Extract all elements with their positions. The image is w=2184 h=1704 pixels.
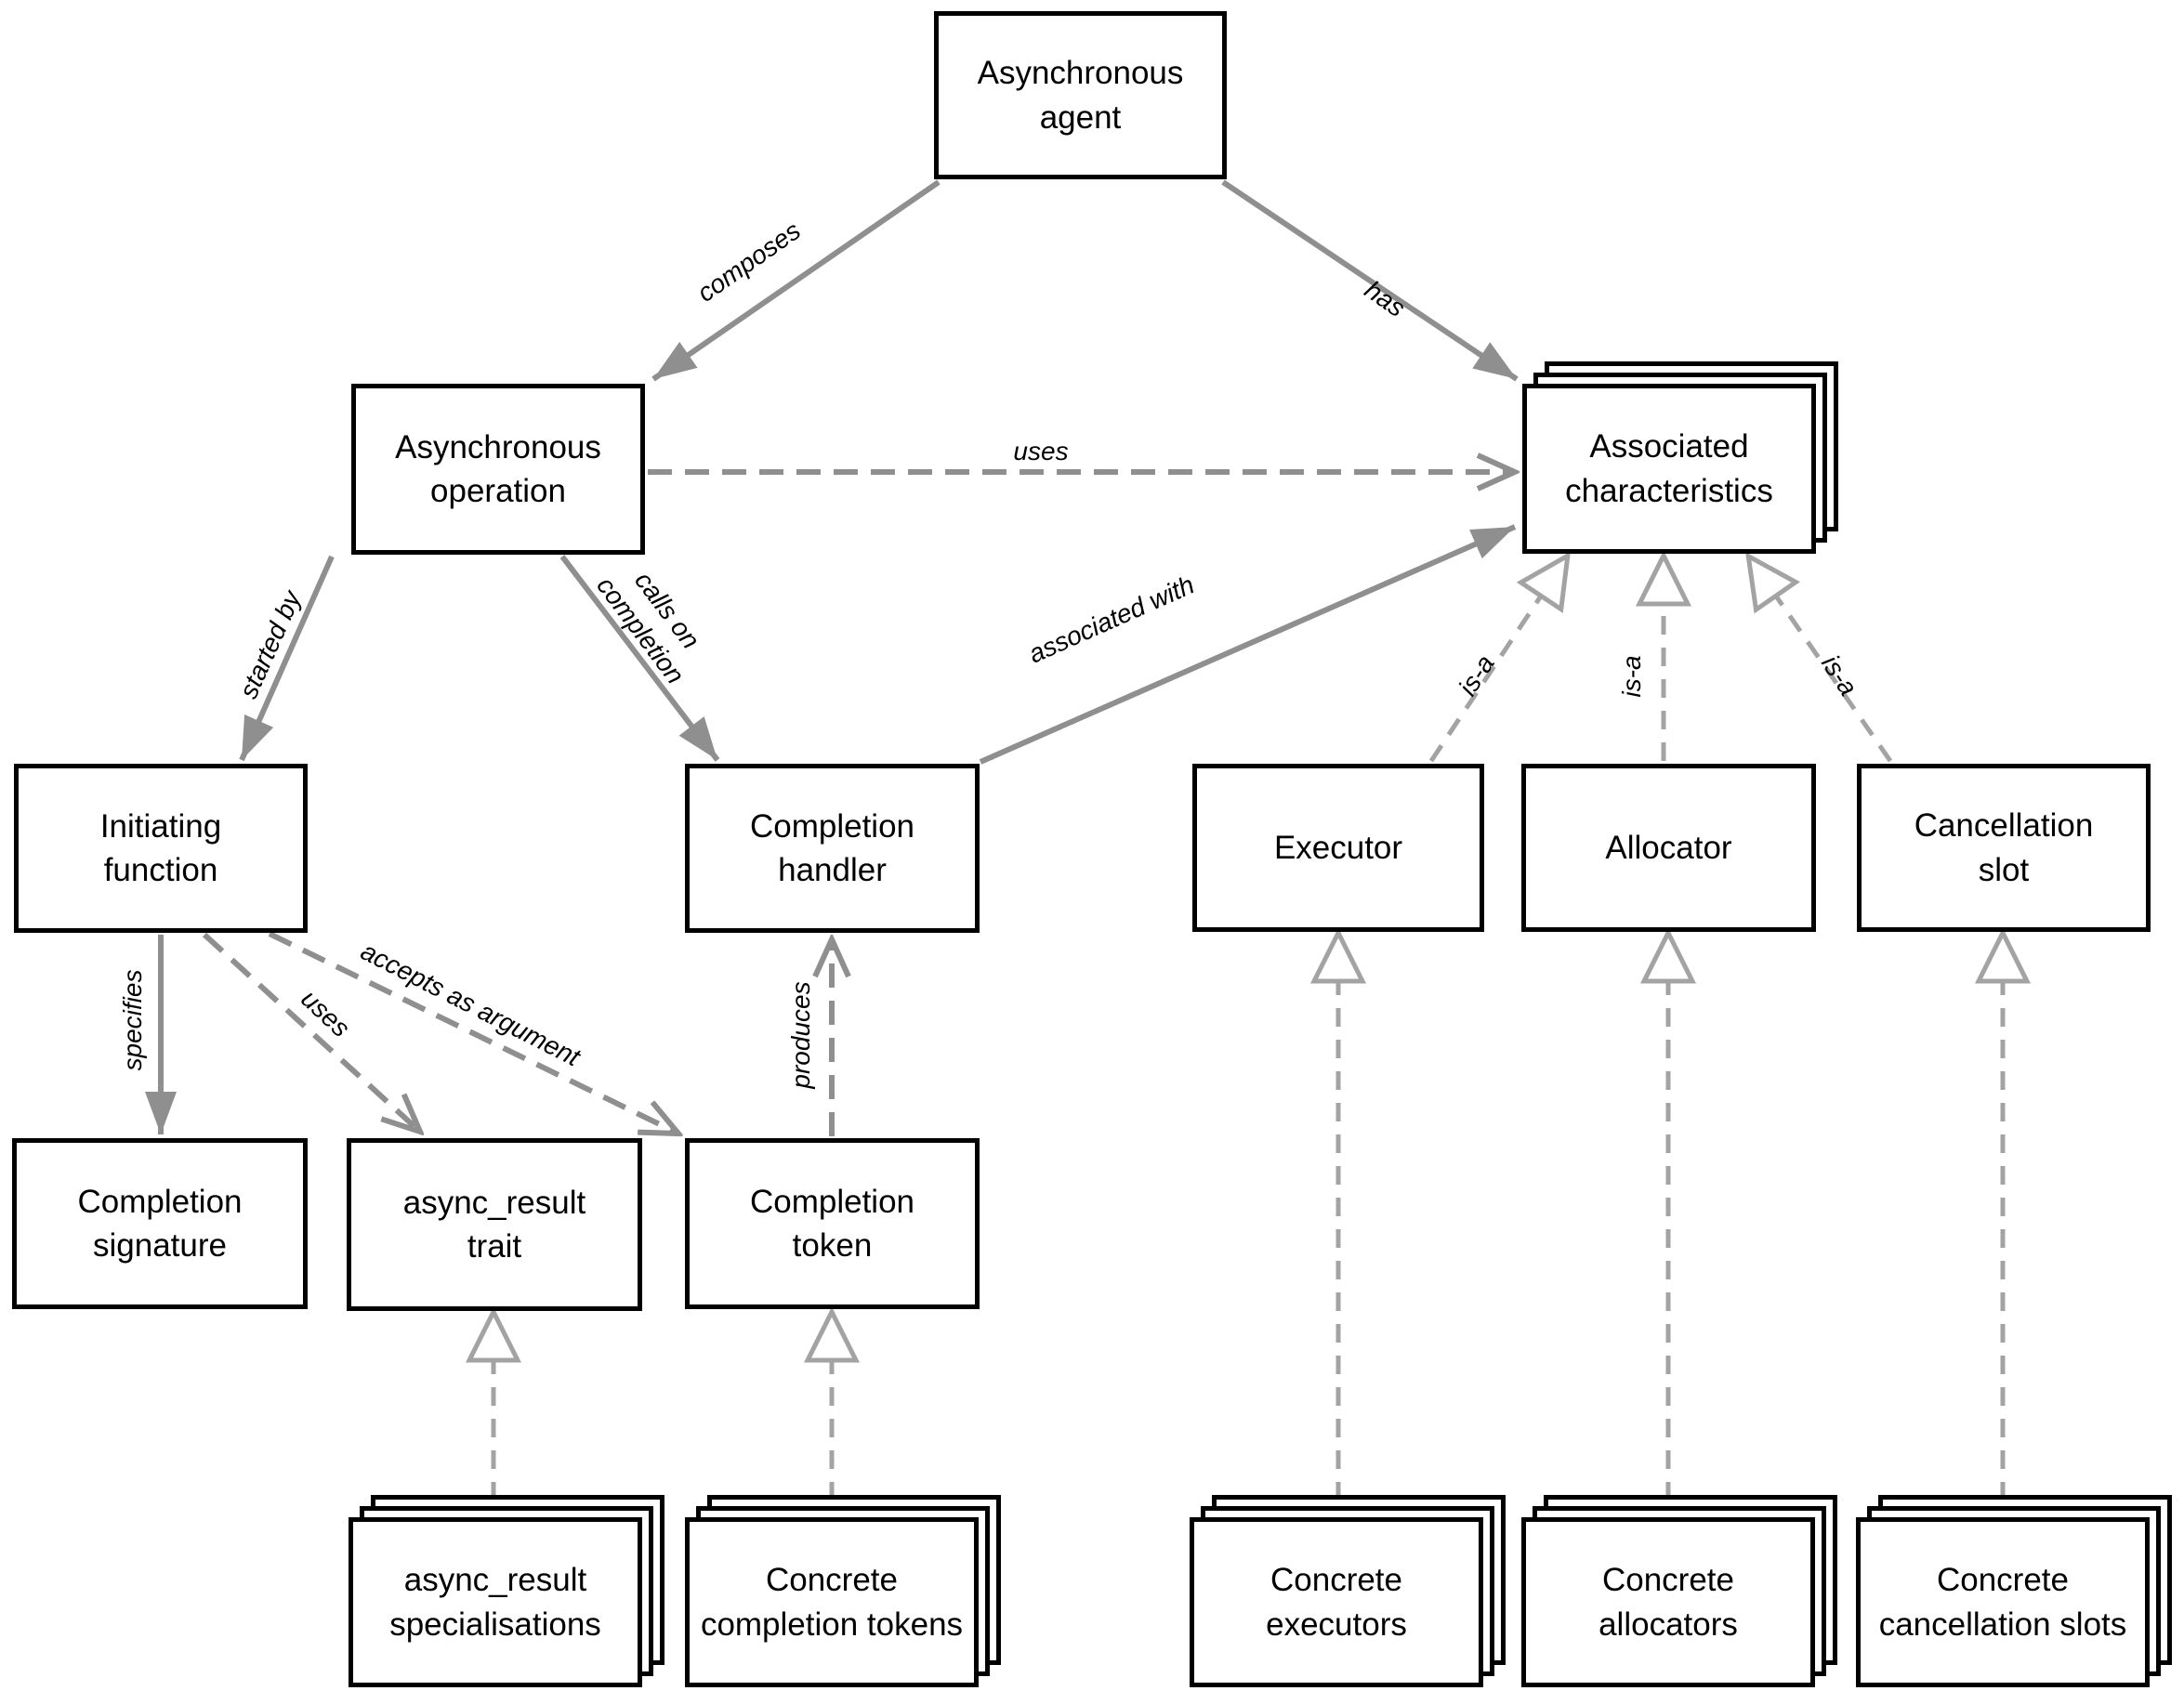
edge-calls-on-completion-arrow — [559, 555, 720, 762]
node-label: async_result trait — [402, 1184, 586, 1265]
node-associated-characteristics: Associated characteristics — [1522, 361, 1838, 555]
node-completion-signature: Completion signature — [12, 1138, 308, 1309]
node-label: async_result specialisations — [389, 1562, 601, 1643]
node-concrete-completion-tokens: Concrete completion tokens — [685, 1495, 1001, 1688]
node-allocator: Allocator — [1521, 764, 1816, 932]
node-completion-handler: Completion handler — [685, 764, 980, 933]
edge-has-arrow — [1221, 179, 1519, 382]
stack-front: Concrete allocators — [1521, 1517, 1815, 1687]
node-label: Associated characteristics — [1565, 428, 1773, 509]
node-cancellation-slot: Cancellation slot — [1857, 764, 2151, 932]
stack-front: async_result specialisations — [349, 1517, 642, 1687]
node-completion-token: Completion token — [685, 1138, 980, 1309]
edge-label-is-a-allocator: is-a — [1617, 655, 1646, 698]
node-label: Asynchronous agent — [977, 55, 1184, 136]
edge-associated-with-arrow — [979, 524, 1517, 765]
node-label: Completion handler — [749, 807, 915, 888]
node-label: Initiating function — [99, 807, 222, 888]
node-label: Completion signature — [77, 1183, 243, 1264]
edge-uses-trait-arrow — [202, 932, 420, 1132]
node-concrete-cancellation-slots: Concrete cancellation slots — [1856, 1495, 2172, 1688]
node-label: Concrete cancellation slots — [1878, 1562, 2127, 1643]
node-label: Executor — [1273, 829, 1403, 866]
edge-label-produces: produces — [786, 981, 815, 1089]
node-asynchronous-agent: Asynchronous agent — [934, 11, 1227, 179]
node-initiating-function: Initiating function — [14, 764, 308, 933]
edge-composes-arrow — [651, 179, 941, 382]
edge-is-a-cancellation-arrow — [1745, 552, 1893, 763]
node-label: Concrete executors — [1266, 1562, 1407, 1643]
edge-accepts-as-argument-arrow — [268, 931, 678, 1134]
node-label: Concrete completion tokens — [700, 1562, 964, 1643]
node-asynchronous-operation: Asynchronous operation — [351, 384, 645, 555]
stack-front: Associated characteristics — [1522, 384, 1816, 554]
node-async-result-specialisations: async_result specialisations — [349, 1495, 664, 1688]
node-label: Concrete allocators — [1599, 1562, 1738, 1643]
stack-front: Concrete completion tokens — [685, 1517, 979, 1687]
node-label: Cancellation slot — [1914, 807, 2094, 888]
node-concrete-executors: Concrete executors — [1190, 1495, 1506, 1688]
stack-front: Concrete executors — [1190, 1517, 1483, 1687]
node-concrete-allocators: Concrete allocators — [1521, 1495, 1837, 1688]
edge-label-specifies: specifies — [118, 969, 147, 1071]
edge-is-a-executor-arrow — [1428, 551, 1571, 763]
edge-started-by-arrow — [239, 555, 335, 762]
edge-label-uses-characteristics: uses — [1013, 437, 1069, 465]
node-label: Asynchronous operation — [395, 428, 601, 509]
node-label: Completion token — [749, 1183, 915, 1264]
node-async-result-trait: async_result trait — [347, 1138, 642, 1311]
node-label: Allocator — [1605, 829, 1732, 866]
stack-front: Concrete cancellation slots — [1856, 1517, 2150, 1687]
node-executor: Executor — [1192, 764, 1484, 932]
